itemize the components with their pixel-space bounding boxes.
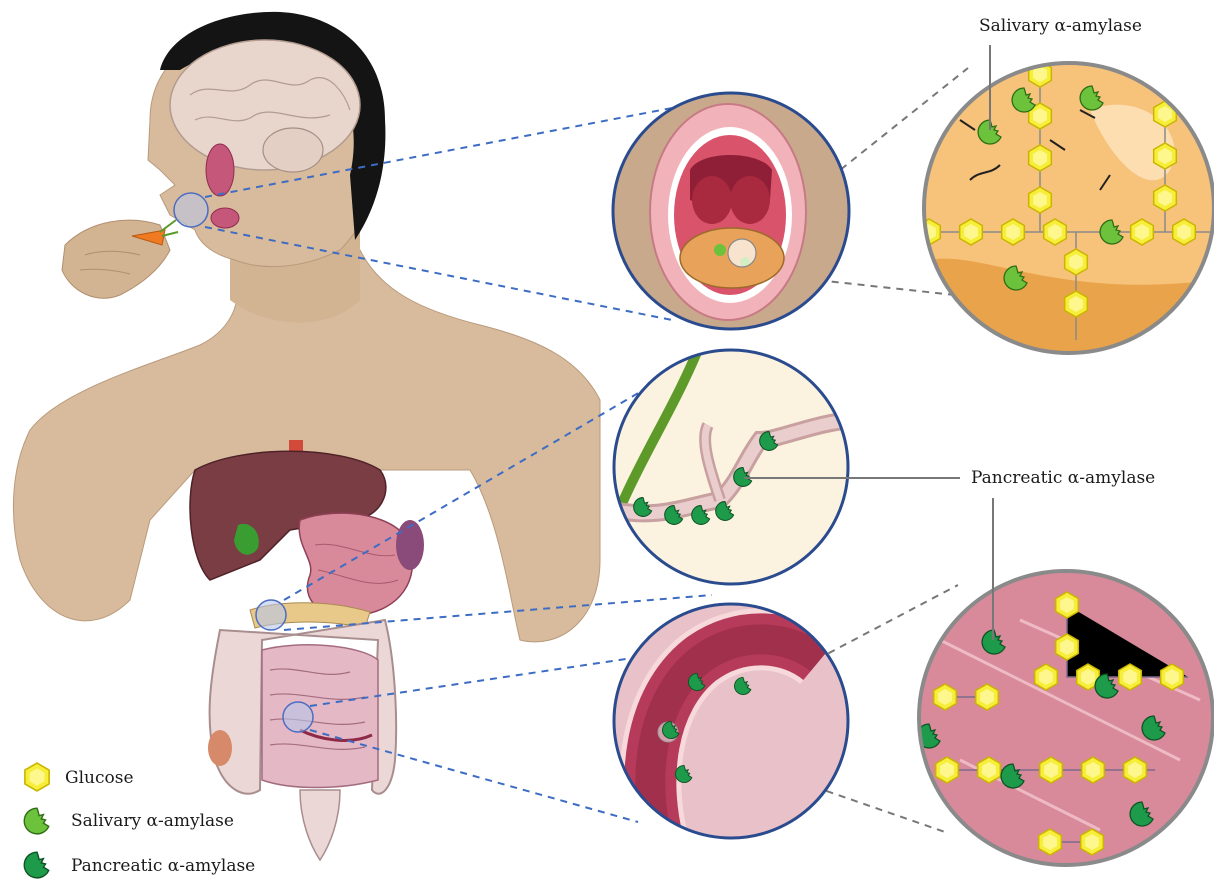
salivary-amylase-callout: Salivary α-amylase	[979, 16, 1142, 36]
pancreas-zoom-marker	[256, 600, 286, 630]
submandibular-gland	[211, 208, 239, 228]
legend-salivary-label: Salivary α-amylase	[71, 811, 234, 831]
salivary-amylase-icon	[24, 808, 49, 834]
stomach	[299, 513, 412, 616]
digestive-organs	[190, 440, 424, 860]
appendix-area	[208, 730, 232, 766]
pancreatic-amylase-icon	[24, 852, 49, 878]
small-intestine	[262, 645, 378, 788]
mouth-zoom-marker	[174, 193, 208, 227]
rectum	[300, 790, 340, 860]
salivary-detail-circle	[918, 61, 1214, 360]
legend-pancreatic-label: Pancreatic α-amylase	[71, 856, 255, 876]
intestine-zoom-circle	[614, 604, 848, 850]
legend-glucose-label: Glucose	[65, 768, 134, 788]
cerebellum	[263, 128, 323, 172]
intestine-zoom-marker	[283, 702, 313, 732]
glucose-hexagon-icon	[25, 763, 49, 791]
pancreatic-amylase-callout: Pancreatic α-amylase	[971, 468, 1155, 488]
pancreas-zoom-circle	[600, 340, 860, 584]
legend-icons	[24, 763, 49, 878]
pancreatic-detail-circle	[917, 571, 1213, 865]
mouth-zoom-circle	[613, 93, 849, 329]
parotid-gland	[206, 144, 234, 196]
